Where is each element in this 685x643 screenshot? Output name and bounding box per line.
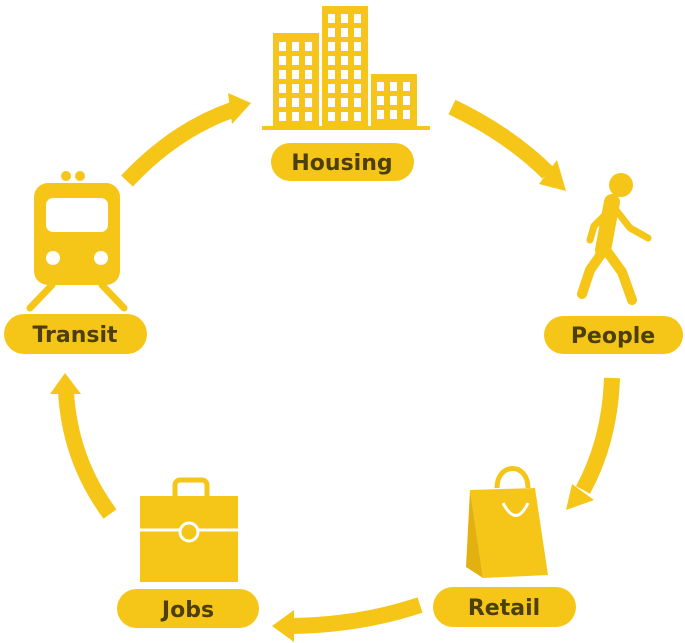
arrow-retail-to-jobs (272, 597, 423, 642)
node-transit: Transit (4, 171, 147, 354)
arrow-transit-to-housing (121, 93, 251, 187)
arrow-people-to-retail (566, 377, 620, 510)
cycle-arrows (50, 93, 620, 642)
node-retail: Retail (433, 466, 576, 627)
node-label-pill (433, 587, 576, 627)
walking-person-icon (577, 173, 652, 305)
node-label: Housing (291, 151, 392, 176)
buildings-icon (262, 6, 430, 130)
train-icon (26, 171, 128, 312)
node-label-pill (4, 314, 147, 354)
node-housing: Housing (262, 6, 430, 181)
shopping-bag-icon (466, 466, 548, 578)
node-label: People (571, 324, 655, 349)
node-people: People (544, 173, 683, 354)
node-label-pill (544, 316, 683, 354)
node-label-pill (117, 589, 259, 628)
node-jobs: Jobs (117, 477, 259, 628)
arrow-jobs-to-transit (50, 373, 117, 519)
node-label-pill (271, 143, 414, 181)
node-label: Transit (32, 323, 118, 348)
node-label: Retail (468, 596, 540, 621)
briefcase-icon (140, 477, 238, 582)
arrow-housing-to-people (448, 99, 566, 191)
node-label: Jobs (160, 598, 214, 623)
